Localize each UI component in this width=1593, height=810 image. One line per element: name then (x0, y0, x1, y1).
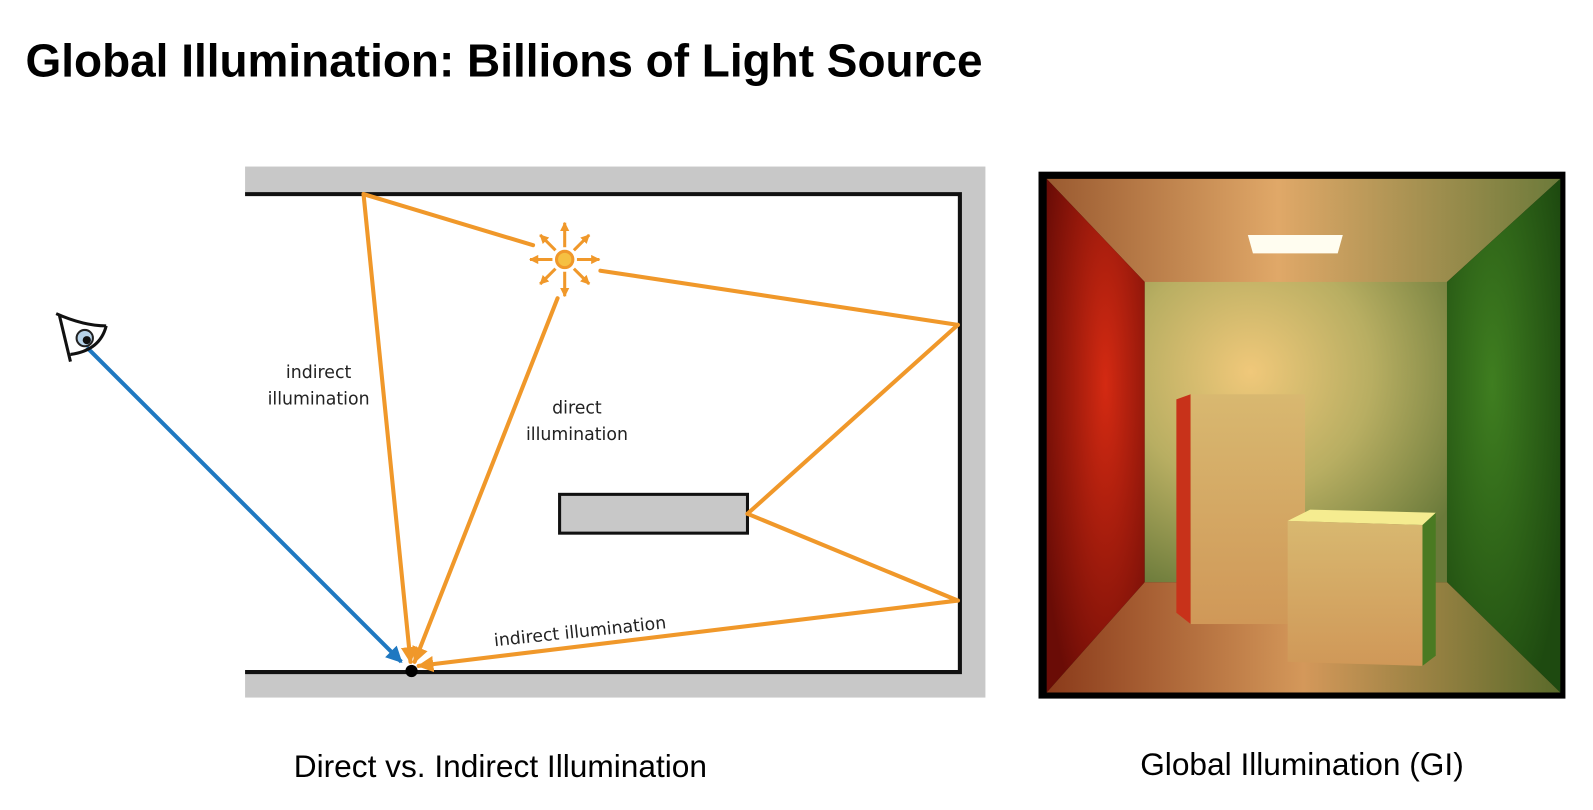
left-caption: Direct vs. Indirect Illumination (294, 748, 707, 784)
slide-title: Global Illumination: Billions of Light S… (26, 35, 983, 87)
light-rays (361, 192, 960, 673)
occluder-box (558, 492, 750, 535)
cornell-box-render (1038, 171, 1566, 699)
label-direct: direct (552, 399, 602, 419)
left-wall (1046, 178, 1145, 693)
ceiling (1046, 178, 1561, 282)
small-box-front (1287, 520, 1423, 666)
direct-indirect-diagram: indirect illumination direct illuminatio… (55, 166, 986, 698)
small-box-side (1422, 512, 1436, 666)
light-source-icon (529, 221, 601, 298)
label-indirect-left-2: illumination (268, 389, 370, 409)
right-caption: Global Illumination (GI) (1140, 746, 1464, 782)
shading-point (405, 664, 418, 678)
label-direct-2: illumination (526, 425, 628, 445)
tall-box-front (1190, 394, 1306, 625)
view-ray (85, 345, 403, 664)
label-indirect-left: indirect (286, 363, 352, 383)
ceiling-light (1247, 234, 1343, 254)
room-walls (245, 192, 962, 675)
eye-icon (55, 312, 108, 362)
right-wall (1446, 178, 1561, 693)
tall-box-side (1176, 394, 1191, 625)
small-box-top (1287, 509, 1436, 525)
